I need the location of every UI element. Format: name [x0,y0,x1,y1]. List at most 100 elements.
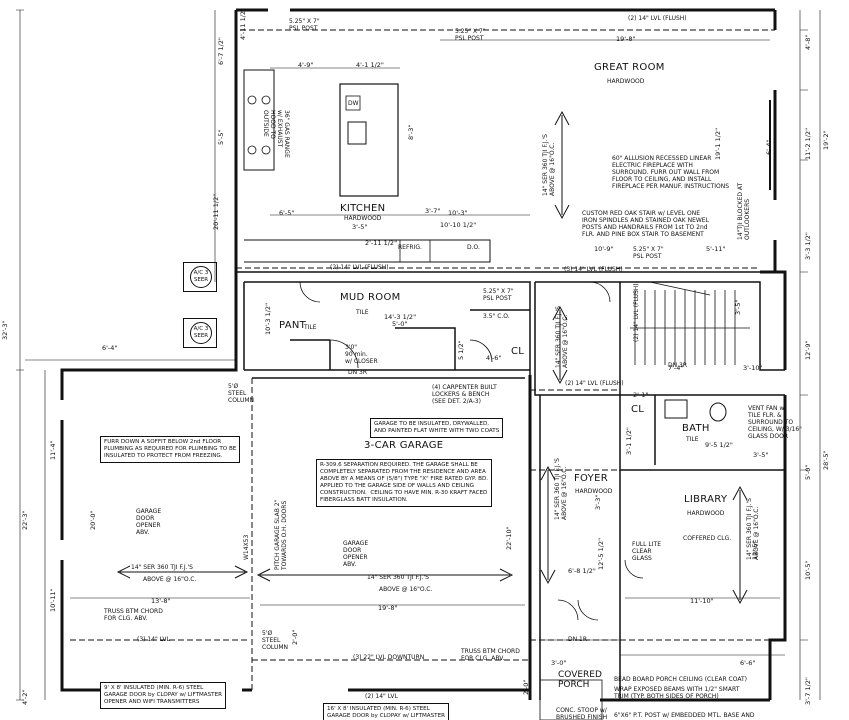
label-gas-range: 36" GAS RANGE w/ EXHAUST HOOD TO OUTSIDE [262,110,290,158]
dim-3-5b: 3'-5" [734,299,742,315]
dim-10-9: 10'-9" [594,245,614,253]
dim-19-8b: 19'-8" [378,604,398,612]
dim-6-4b: 6'-4" [102,344,118,352]
joist-arrows [116,110,748,605]
label-tji-blocked: 14"TJI BLOCKED AT OUTLOOKERS [737,182,751,240]
dim-3-3: 3'-3 1/2" [804,232,812,260]
dim-20-0: 20'-0" [89,510,97,530]
wall-library-east [768,395,787,700]
kitchen-sink [347,121,367,145]
label-lvl-kitchen: (2) 14" LVL (FLUSH) [330,264,389,271]
room-foyer: FOYER [574,473,608,484]
note-truss-1: TRUSS BTM CHORD FOR CLG. ABV. [104,608,163,622]
dim-12-5: 12'-5" [751,540,759,560]
dim-4-1: 4'-1 1/2" [356,61,384,69]
room-bath-floor: TILE [686,436,699,443]
dim-10-3b: 10'-3 1/2" [264,302,272,335]
note-porch-post: 6"X6" P.T. POST w/ EMBEDDED MTL. BASE AN… [614,712,755,719]
note-truss-2: TRUSS BTM CHORD FOR CLG. ABV. [461,648,520,662]
dim-8-3: 8'-3" [407,124,415,140]
dim-11-10: 11'-10" [690,597,714,605]
label-psl-post-4: 5.25" X 7" PSL POST [483,288,514,302]
note-soffit: FURR DOWN A SOFFIT BELOW 2nd FLOOR PLUMB… [100,436,241,463]
room-closet-foyer: CL [631,404,645,415]
label-tji-foyer: 14" SER 360 TJI F.J.'S ABOVE @ 16"O.C. [554,458,568,520]
note-porch-stoop: CONC. STOOP w/ BRUSHED FINISH [556,707,608,720]
dim-9-5: 9'-5 1/2" [705,441,733,449]
room-closet-mud: CL [511,346,525,357]
dim-32-3: 32'-3" [1,320,9,340]
dim-5-5: 5'-5" [217,129,225,145]
toilet [709,402,727,422]
bath-sink [664,399,688,419]
note-overhead-door-1: 9' X 8' INSULATED (MIN. R-6) STEEL GARAG… [100,682,227,709]
dim-13-8: 13'-8" [151,597,171,605]
ac-unit-1-label: A/C 3 SEER [190,266,212,288]
label-full-lite-glass: FULL LITE CLEAR GLASS [632,541,662,562]
label-lvl-bottom: (2) 14" LVL [365,693,398,700]
label-steel-column-2: 5'Ø STEEL COLUMN [262,630,289,651]
room-pantry-floor: TILE [304,324,317,331]
label-dn1r-stair: DN 3R [668,362,688,369]
label-dn3r-mud: DN 3R [348,369,368,376]
dim-6-7: 6'-7 1/2" [217,37,225,65]
dim-6-5: 6'-5" [279,209,295,217]
room-mud-room-floor: TILE [356,309,369,316]
label-tji-mud: 14" SER 360 TJI F.J.'S ABOVE @ 16"O.C. [555,306,569,368]
label-refrigerator: REFRIG. [398,244,422,251]
label-dn1r-porch: DN 1R [568,636,588,643]
label-lvl-top: (2) 14" LVL (FLUSH) [628,15,687,22]
room-pantry: PANT [279,320,307,331]
dim-28-5: 28'-5" [822,450,830,470]
porch-stoop [539,679,603,720]
dim-7-4: 7'-4" [668,364,684,372]
note-lockers: (4) CARPENTER BUILT LOCKERS & BENCH (SEE… [432,384,497,405]
room-library-floor: HARDWOOD [687,510,725,517]
room-great-room: GREAT ROOM [594,62,665,73]
dim-22-10: 22'-10" [505,526,513,550]
note-stair: CUSTOM RED OAK STAIR w/ LEVEL ONE IRON S… [582,210,709,238]
label-lvl-foyer: (2) 14" LVL (FLUSH) [565,380,624,387]
dim-10-11: 10'-11" [49,588,57,612]
dim-3-3b: 3'-3" [594,494,602,510]
refrigerator [399,239,431,263]
dim-2-1: 2'-1" [633,391,649,399]
dim-6-4: 6'-4" [765,139,773,155]
dim-20-11: 20'-11 1/2" [212,193,220,230]
dim-4-11: 4'-11 1/2" [239,7,247,40]
label-garage-joists-2b: ABOVE @ 16"O.C. [379,586,433,593]
dim-14-3: 14'-3 1/2" [384,313,417,321]
wall-garage-west [60,282,238,692]
dim-12-9: 12'-9" [804,340,812,360]
kitchen-island [339,83,399,197]
room-library: LIBRARY [684,494,728,505]
label-steel-column-1: 5'Ø STEEL COLUMN [228,383,255,404]
dim-4-8: 4'-8" [804,34,812,50]
label-dishwasher: DW [348,100,359,107]
label-psl-post-3: 5.25" X 7" PSL POST [633,246,664,260]
label-garage-door-opener-2: GARAGE DOOR OPENER ABV. [343,540,369,568]
note-porch-beams: WRAP EXPOSED BEAMS WITH 1/2" SMART TRIM … [614,686,740,700]
ac-unit-2: A/C 3 SEER [183,318,217,348]
dim-3-7b: 3'-7 1/2" [804,677,812,705]
kitchen-counter [244,239,491,263]
dim-10-5: 10'-5" [804,560,812,580]
dim-6-6: 6'-6" [740,659,756,667]
label-tji-great-room: 14" SER 360 TJI F.J.'S ABOVE @ 16"O.C. [542,134,556,196]
room-covered-porch: COVERED PORCH [558,670,602,690]
note-fire-separation: R-309.6 SEPARATION REQUIRED. THE GARAGE … [316,459,493,507]
dim-11-2: 11'-2 1/2" [804,127,812,160]
label-lvl-garage: (3) 14" LVL [137,636,170,643]
dim-2-0b: 2'-0" [522,679,530,695]
dim-12-5b: 12'-5 1/2" [597,537,605,570]
dim-5-0: 5'-0" [392,320,408,328]
wall-east-stair [760,270,787,370]
label-clean-out: 3.5" C.O. [483,313,510,320]
label-double-oven: D.O. [467,244,480,251]
label-garage-joists-2: 14" SER 360 TJI F.J.'S [367,574,429,581]
dim-3-1: 3'-1 1/2" [625,427,633,455]
label-psl-post-1: 5.25" X 7" PSL POST [289,18,320,32]
label-lvl-stair: (2) 14" LVL (FLUSH) [633,283,640,342]
room-garage: 3-CAR GARAGE [364,440,444,451]
